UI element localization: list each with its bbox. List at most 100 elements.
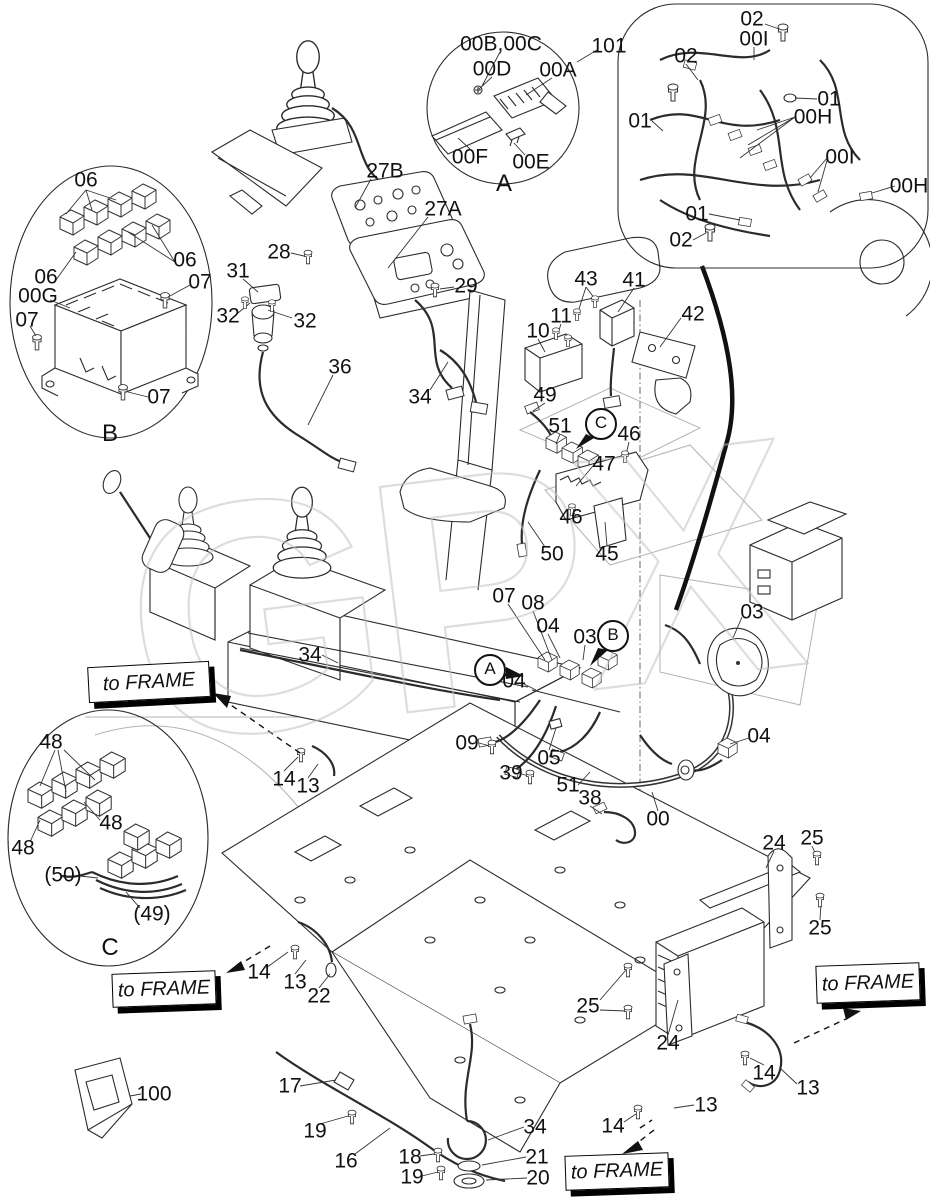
callout-04-62: 04 bbox=[747, 724, 771, 748]
callout-27A-26: 27A bbox=[424, 197, 462, 221]
callout-25-88: 25 bbox=[576, 994, 600, 1018]
callout-07-23: 07 bbox=[147, 385, 171, 409]
callout-50-66: (50) bbox=[44, 863, 82, 887]
callout-28-27: 28 bbox=[267, 240, 291, 264]
monitor-panel-27a bbox=[349, 219, 506, 591]
callout-22-73: 22 bbox=[307, 984, 331, 1008]
callout-02-9: 02 bbox=[669, 228, 693, 252]
callout-B-24: B bbox=[101, 420, 119, 447]
to-frame-box-0: to FRAME bbox=[87, 660, 211, 704]
callout-46-44: 46 bbox=[559, 505, 583, 529]
callout-06-17: 06 bbox=[74, 168, 98, 192]
detail-inset-harness bbox=[617, 3, 930, 317]
harness-34-upper bbox=[414, 299, 489, 415]
to-frame-box-3: to FRAME bbox=[815, 962, 921, 1004]
detail-circle-a bbox=[426, 31, 580, 185]
callout-14-71: 14 bbox=[247, 960, 271, 984]
callout-39-57: 39 bbox=[499, 761, 523, 785]
callout-13-84: 13 bbox=[694, 1093, 718, 1117]
part-100-stand bbox=[74, 1057, 133, 1139]
callout-07-22: 07 bbox=[15, 308, 39, 332]
callout-00-60: 00 bbox=[646, 807, 670, 831]
leader-lines bbox=[29, 23, 896, 1181]
callout-101-16: 101 bbox=[591, 34, 627, 58]
detail-circle-c bbox=[7, 709, 209, 967]
callout-11-36: 11 bbox=[550, 304, 572, 328]
callout-48-65: 48 bbox=[11, 836, 35, 860]
callout-14-69: 14 bbox=[272, 767, 296, 791]
callout-00H-5: 00H bbox=[793, 105, 833, 129]
callout-A-52: A bbox=[474, 654, 506, 686]
callout-13-72: 13 bbox=[283, 970, 307, 994]
callout-19-79: 19 bbox=[400, 1165, 424, 1189]
callout-50-45: 50 bbox=[540, 542, 564, 566]
callout-06-19: 06 bbox=[34, 265, 58, 289]
callout-00F-13: 00F bbox=[451, 145, 489, 169]
callout-32-30: 32 bbox=[216, 304, 240, 328]
callout-24-85: 24 bbox=[762, 831, 786, 855]
to-frame-arrows bbox=[213, 693, 861, 1154]
callout-00I-6: 00I bbox=[825, 145, 855, 169]
callout-13-70: 13 bbox=[296, 774, 320, 798]
callout-A-15: A bbox=[495, 170, 513, 197]
console-cover bbox=[210, 129, 323, 215]
pigtail-38 bbox=[592, 801, 637, 844]
callout-29-29: 29 bbox=[454, 274, 478, 298]
callout-05-56: 05 bbox=[537, 746, 561, 770]
callout-46-42: 46 bbox=[617, 422, 641, 446]
callout-01-4: 01 bbox=[817, 87, 841, 111]
callout-14-83: 14 bbox=[601, 1114, 625, 1138]
callout-01-3: 01 bbox=[628, 109, 652, 133]
callout-49-67: (49) bbox=[133, 902, 171, 926]
callout-00G-20: 00G bbox=[18, 284, 58, 308]
callout-27B-25: 27B bbox=[366, 159, 404, 183]
relay-timer-group bbox=[524, 299, 696, 415]
controller-unit bbox=[749, 501, 848, 621]
callout-34-80: 34 bbox=[523, 1115, 547, 1139]
callout-16-77: 16 bbox=[334, 1149, 358, 1173]
callout-07-21: 07 bbox=[188, 270, 212, 294]
callout-25-87: 25 bbox=[808, 916, 832, 940]
callout-07-47: 07 bbox=[492, 584, 516, 608]
callout-00I-1: 00I bbox=[739, 27, 769, 51]
callout-00D-11: 00D bbox=[472, 57, 512, 81]
watermark: GPX bbox=[106, 366, 820, 814]
callout-51-40: 51 bbox=[548, 414, 572, 438]
to-frame-box-1: to FRAME bbox=[111, 970, 217, 1008]
callout-C-41: C bbox=[585, 408, 617, 440]
callout-42-38: 42 bbox=[681, 302, 705, 326]
callout-09-55: 09 bbox=[455, 731, 479, 755]
callout-36-32: 36 bbox=[328, 355, 352, 379]
callout-43-34: 43 bbox=[574, 267, 598, 291]
callout-10-37: 10 bbox=[526, 319, 550, 343]
callout-18-78: 18 bbox=[398, 1145, 422, 1169]
callout-00B,00C-10: 00B,00C bbox=[460, 32, 542, 56]
callout-49-39: 49 bbox=[533, 383, 557, 407]
bottom-wires bbox=[275, 744, 783, 1189]
callout-02-0: 02 bbox=[740, 7, 764, 31]
resistor-assembly bbox=[655, 848, 802, 1046]
callout-51-58: 51 bbox=[556, 773, 580, 797]
callout-06-18: 06 bbox=[173, 248, 197, 272]
callout-25-86: 25 bbox=[800, 826, 824, 850]
callout-14-90: 14 bbox=[752, 1061, 776, 1085]
callout-08-48: 08 bbox=[521, 591, 545, 615]
callout-B-51: B bbox=[597, 620, 629, 652]
connector-04-lower bbox=[677, 737, 738, 781]
callout-03-61: 03 bbox=[740, 600, 764, 624]
callout-C-68: C bbox=[101, 934, 119, 961]
callout-32-31: 32 bbox=[293, 309, 317, 333]
detail-leader-line bbox=[673, 265, 735, 611]
callout-02-2: 02 bbox=[674, 44, 698, 68]
callout-21-81: 21 bbox=[525, 1145, 549, 1169]
callout-24-89: 24 bbox=[656, 1031, 680, 1055]
callout-04-53: 04 bbox=[502, 669, 526, 693]
sub-harness-cluster bbox=[516, 401, 649, 558]
callout-48-64: 48 bbox=[99, 811, 123, 835]
callout-20-82: 20 bbox=[526, 1166, 550, 1190]
callout-34-33: 34 bbox=[408, 385, 432, 409]
callout-48-63: 48 bbox=[39, 730, 63, 754]
detail-pointer-arrows bbox=[506, 434, 608, 679]
